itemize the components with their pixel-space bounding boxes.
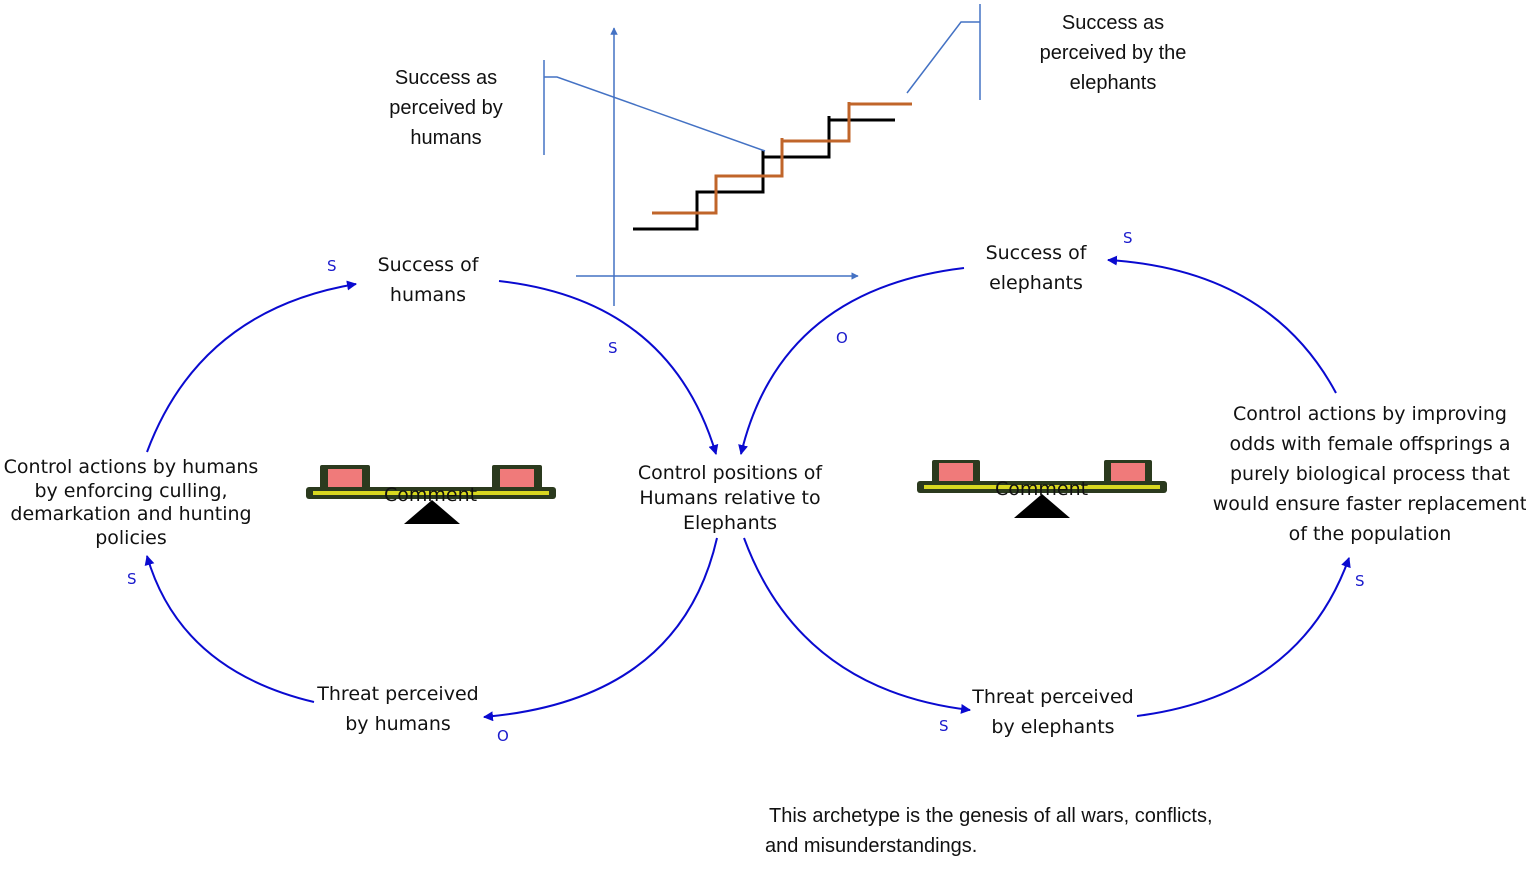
node-control-positions: Control positions of Humans relative to … xyxy=(620,461,840,536)
node-line: elephants xyxy=(989,272,1083,294)
node-line: Success of xyxy=(985,242,1087,264)
callout-humans-leader xyxy=(544,76,766,152)
node-line: policies xyxy=(95,526,167,549)
node-line: Control positions of xyxy=(637,462,823,484)
node-line: by elephants xyxy=(991,716,1115,738)
node-control-actions-by-elephants: Control actions by improving odds with f… xyxy=(1208,399,1526,549)
node-line: by humans xyxy=(345,713,451,735)
node-line: by enforcing culling, xyxy=(34,479,228,502)
callout-success-perceived-by-humans: Success as perceived by humans xyxy=(360,63,532,153)
node-line: Elephants xyxy=(682,512,778,534)
callout-line: Success as xyxy=(394,67,498,89)
polarity-label: S xyxy=(127,570,137,588)
polarity-label: S xyxy=(939,717,949,735)
link-control-humans-to-success-humans xyxy=(146,280,357,453)
balance-icon-right xyxy=(917,460,1167,518)
polarity-label: O xyxy=(497,727,509,745)
callout-elephants-leader xyxy=(906,21,980,94)
node-line: demarkation and hunting xyxy=(10,503,252,525)
node-line: Control actions by humans xyxy=(3,456,259,478)
node-line: would ensure faster replacement xyxy=(1212,493,1526,515)
link-success-elephants-to-control-positions xyxy=(738,267,965,455)
note-line: and misunderstandings. xyxy=(765,835,978,857)
node-success-of-elephants: Success of elephants xyxy=(956,238,1116,298)
node-success-of-humans: Success of humans xyxy=(348,250,508,310)
node-line: Humans relative to xyxy=(639,487,821,509)
node-line: Control actions by improving xyxy=(1233,403,1507,425)
node-line: odds with female offsprings a xyxy=(1229,433,1511,455)
polarity-label: S xyxy=(1355,572,1365,590)
link-control-positions-to-threat-humans xyxy=(483,537,718,722)
archetype-note: This archetype is the genesis of all war… xyxy=(765,801,1325,861)
link-success-humans-to-control-positions xyxy=(498,280,719,455)
polarity-label: S xyxy=(327,257,337,275)
polarity-label: O xyxy=(836,329,848,347)
callout-line: Success as xyxy=(1061,12,1165,34)
callout-line: elephants xyxy=(1069,72,1157,94)
polarity-label: S xyxy=(1123,229,1133,247)
callout-line: humans xyxy=(410,127,482,149)
link-threat-humans-to-control-humans xyxy=(144,555,315,703)
note-line: This archetype is the genesis of all war… xyxy=(769,805,1213,827)
node-line: Threat perceived xyxy=(317,683,479,705)
node-line: of the population xyxy=(1288,523,1452,545)
node-threat-perceived-by-elephants: Threat perceived by elephants xyxy=(953,682,1153,742)
callout-line: perceived by xyxy=(389,97,503,119)
balance-comment-label-left: Comment xyxy=(384,484,478,506)
callout-success-perceived-by-elephants: Success as perceived by the elephants xyxy=(1013,8,1213,98)
link-control-elephants-to-success-elephants xyxy=(1107,255,1337,394)
link-threat-elephants-to-control-elephants xyxy=(1136,557,1351,717)
balance-icon-left xyxy=(306,465,556,524)
node-line: purely biological process that xyxy=(1230,463,1510,485)
node-control-actions-by-humans: Control actions by humans by enforcing c… xyxy=(0,456,262,550)
node-threat-perceived-by-humans: Threat perceived by humans xyxy=(298,679,498,739)
link-control-positions-to-threat-elephants xyxy=(743,537,971,714)
node-line: humans xyxy=(389,284,467,306)
node-line: Threat perceived xyxy=(972,686,1134,708)
polarity-label: S xyxy=(608,339,618,357)
callout-line: perceived by the xyxy=(1039,42,1187,64)
node-line: Success of xyxy=(377,254,479,276)
balance-comment-label-right: Comment xyxy=(995,478,1089,500)
